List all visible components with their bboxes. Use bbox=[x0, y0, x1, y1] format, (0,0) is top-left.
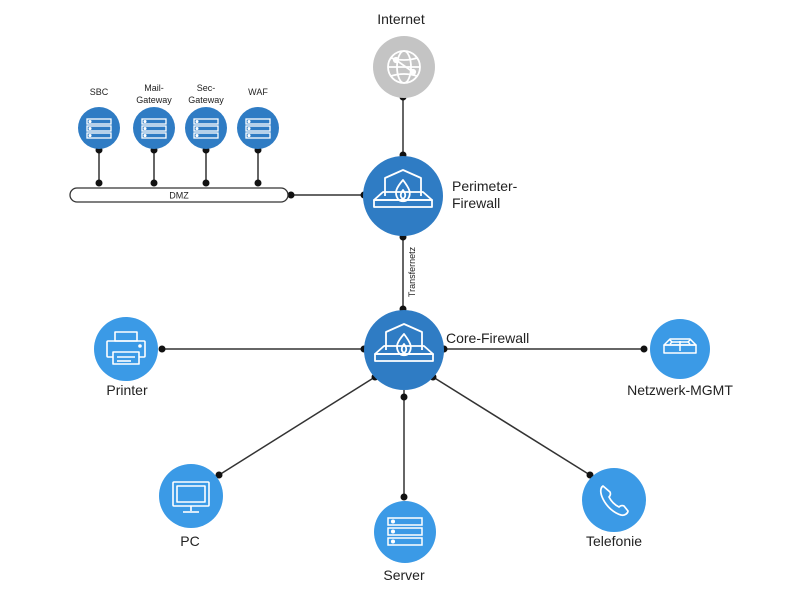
dot bbox=[150, 179, 158, 187]
pc-circle bbox=[159, 464, 223, 528]
monitor-icon bbox=[172, 481, 210, 513]
dmz-server-circle bbox=[133, 107, 175, 149]
connection-dots bbox=[95, 93, 648, 501]
perimeter-firewall-label-1: Perimeter- bbox=[452, 178, 518, 194]
phone-icon bbox=[599, 485, 629, 517]
dot bbox=[586, 471, 594, 479]
dot bbox=[400, 493, 408, 501]
globe-icon bbox=[387, 50, 421, 84]
telefonie-label: Telefonie bbox=[586, 533, 642, 549]
telefonie-circle bbox=[582, 468, 646, 532]
core-firewall-label: Core-Firewall bbox=[446, 330, 529, 346]
switch-icon bbox=[663, 338, 697, 354]
dmz-server-circle bbox=[185, 107, 227, 149]
dmz-server-label-2: Gateway bbox=[136, 95, 172, 105]
server-label: Server bbox=[383, 567, 425, 583]
pc-label: PC bbox=[180, 533, 199, 549]
perimeter-firewall-circle bbox=[363, 156, 443, 236]
server-rack-icon bbox=[141, 118, 167, 139]
internet-label: Internet bbox=[377, 11, 425, 27]
core-firewall-circle bbox=[364, 310, 444, 390]
dmz-bus: DMZ bbox=[69, 187, 289, 203]
internet-node: Internet bbox=[373, 11, 435, 98]
dot bbox=[215, 471, 223, 479]
printer-icon bbox=[106, 331, 146, 365]
dmz-server-waf: WAF bbox=[237, 87, 279, 149]
dmz-server-mail-gateway: Mail- Gateway bbox=[133, 83, 175, 149]
server-rack-icon bbox=[86, 118, 112, 139]
connections bbox=[98, 97, 644, 497]
printer-node: Printer bbox=[94, 317, 158, 398]
pc-node: PC bbox=[159, 464, 223, 549]
dot bbox=[95, 179, 103, 187]
printer-label: Printer bbox=[106, 382, 148, 398]
dot bbox=[158, 345, 166, 353]
dmz-server-circle bbox=[237, 107, 279, 149]
dot bbox=[400, 393, 408, 401]
link-core-pc bbox=[218, 376, 376, 476]
link-core-telefonie bbox=[432, 376, 591, 476]
core-firewall-node: Core-Firewall bbox=[364, 310, 529, 390]
dot bbox=[202, 179, 210, 187]
dot bbox=[287, 191, 295, 199]
netzwerk-mgmt-label: Netzwerk-MGMT bbox=[627, 382, 733, 398]
printer-circle bbox=[94, 317, 158, 381]
perimeter-firewall-node: Perimeter- Firewall bbox=[363, 156, 518, 236]
dmz-server-sec-gateway: Sec- Gateway bbox=[185, 83, 227, 149]
dmz-server-label-2: Gateway bbox=[188, 95, 224, 105]
server-rack-icon bbox=[245, 118, 271, 139]
dmz-label: DMZ bbox=[169, 191, 189, 201]
server-node: Server bbox=[374, 501, 436, 583]
dmz-server-label-1: WAF bbox=[248, 87, 268, 97]
dmz-server-label-1: Mail- bbox=[144, 83, 164, 93]
perimeter-firewall-label-2: Firewall bbox=[452, 195, 500, 211]
transfernetz-label: Transfernetz bbox=[407, 246, 417, 297]
server-rack-icon bbox=[193, 118, 219, 139]
dmz-server-sbc: SBC bbox=[78, 87, 120, 149]
firewall-icon bbox=[373, 169, 433, 208]
dmz-server-label-1: SBC bbox=[90, 87, 109, 97]
telefonie-node: Telefonie bbox=[582, 468, 646, 549]
dmz-server-circle bbox=[78, 107, 120, 149]
dot bbox=[254, 179, 262, 187]
dmz-bar bbox=[69, 187, 289, 203]
firewall-icon bbox=[374, 323, 434, 362]
dot bbox=[640, 345, 648, 353]
dmz-server-label-1: Sec- bbox=[197, 83, 216, 93]
server-rack-icon bbox=[387, 517, 423, 546]
server-circle bbox=[374, 501, 436, 563]
netzwerk-mgmt-node: Netzwerk-MGMT bbox=[627, 319, 733, 398]
